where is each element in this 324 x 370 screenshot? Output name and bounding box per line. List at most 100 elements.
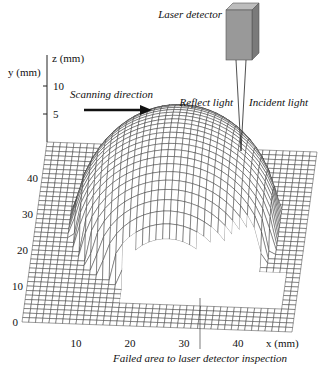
mesh-cell	[148, 261, 155, 295]
scan-arrow	[84, 109, 142, 112]
mesh-cell	[42, 318, 49, 323]
mesh-cell	[287, 169, 294, 174]
mesh-cell	[180, 305, 187, 310]
mesh-cell	[77, 311, 84, 316]
mesh-cell	[34, 277, 41, 282]
mesh-cell	[28, 277, 35, 282]
mesh-cell	[244, 285, 251, 290]
mesh-cell	[68, 179, 75, 184]
mesh-cell	[281, 160, 288, 165]
mesh-cell	[302, 210, 309, 215]
mesh-cell	[43, 314, 50, 319]
mesh-cell	[173, 164, 180, 172]
mesh-cell	[171, 323, 178, 328]
mesh-cell	[215, 298, 222, 303]
mesh-cell	[46, 192, 53, 197]
mesh-cell	[147, 295, 154, 300]
mesh-cell	[279, 223, 286, 228]
mesh-cell	[165, 119, 172, 123]
mesh-cell	[283, 196, 290, 201]
mesh-cell	[60, 287, 67, 292]
mesh-cell	[295, 206, 302, 211]
mesh-cell	[45, 156, 52, 161]
mesh-cell	[280, 314, 287, 319]
mesh-cell	[158, 180, 165, 190]
mesh-cell	[87, 288, 94, 293]
mesh-cell	[78, 306, 85, 311]
mesh-cell	[226, 316, 233, 321]
mesh-cell	[53, 242, 60, 247]
mesh-cell	[59, 247, 66, 252]
mesh-cell	[155, 239, 162, 261]
mesh-cell	[200, 306, 207, 311]
mesh-cell	[44, 210, 51, 215]
mesh-cell	[209, 264, 216, 293]
axis-title: z (mm)	[52, 52, 84, 64]
mesh-cell	[284, 237, 291, 242]
mesh-cell	[61, 278, 68, 283]
mesh-cell	[55, 274, 62, 279]
mesh-cell	[114, 294, 121, 299]
tick-label: 30	[22, 208, 33, 220]
mesh-cell	[39, 241, 46, 246]
leader-line	[200, 298, 201, 349]
mesh-cell	[178, 123, 185, 128]
mesh-cell	[177, 323, 184, 328]
mesh-cell	[300, 174, 307, 179]
mesh-cell	[221, 302, 228, 307]
mesh-cell	[288, 165, 295, 170]
mesh-cell	[165, 180, 172, 189]
mesh-cell	[65, 156, 72, 161]
mesh-cell	[286, 178, 293, 183]
axis-tick	[43, 114, 47, 115]
mesh-cell	[274, 164, 281, 169]
mesh-cell	[137, 322, 144, 327]
mesh-cell	[37, 210, 44, 215]
mesh-cell	[295, 210, 302, 215]
mesh-cell	[232, 321, 239, 326]
mesh-cell	[183, 226, 190, 245]
mesh-cell	[43, 165, 50, 170]
mesh-cell	[101, 289, 108, 294]
mesh-cell	[100, 293, 107, 298]
mesh-cell	[227, 307, 234, 312]
mesh-cell	[158, 318, 165, 323]
mesh-cell	[67, 234, 74, 243]
mesh-cell	[273, 169, 280, 174]
mesh-cell	[273, 173, 280, 178]
mesh-cell	[41, 183, 48, 188]
mesh-cell	[49, 319, 56, 324]
mesh-cell	[24, 304, 31, 309]
mesh-cell	[286, 273, 293, 278]
mesh-cell	[266, 272, 273, 277]
mesh-cell	[70, 315, 77, 320]
mesh-cell	[141, 264, 148, 295]
mesh-cell	[31, 250, 38, 255]
mesh-cell	[155, 144, 162, 151]
mesh-cell	[161, 150, 168, 157]
mesh-cell	[41, 282, 48, 287]
mesh-cell	[188, 268, 195, 297]
mesh-cell	[109, 253, 116, 284]
mesh-cell	[93, 293, 100, 298]
axis-title: x (mm)	[266, 337, 299, 349]
mesh-cell	[66, 147, 73, 152]
mesh-cell	[195, 297, 202, 302]
mesh-cell	[33, 241, 40, 246]
mesh-cell	[75, 279, 82, 284]
mesh-cell	[126, 299, 133, 304]
mesh-cell	[176, 240, 183, 263]
mesh-cell	[74, 288, 81, 293]
mesh-cell	[23, 309, 30, 314]
mesh-cell	[72, 152, 79, 157]
mesh-cell	[114, 289, 121, 294]
mesh-cell	[262, 299, 269, 304]
mesh-cell	[277, 241, 284, 246]
mesh-cell	[53, 147, 60, 152]
mesh-cell	[234, 307, 241, 312]
mesh-cell	[84, 311, 91, 316]
mesh-cell	[302, 206, 309, 211]
mesh-cell	[185, 315, 192, 320]
mesh-cell	[275, 155, 282, 160]
mesh-cell	[218, 320, 225, 325]
